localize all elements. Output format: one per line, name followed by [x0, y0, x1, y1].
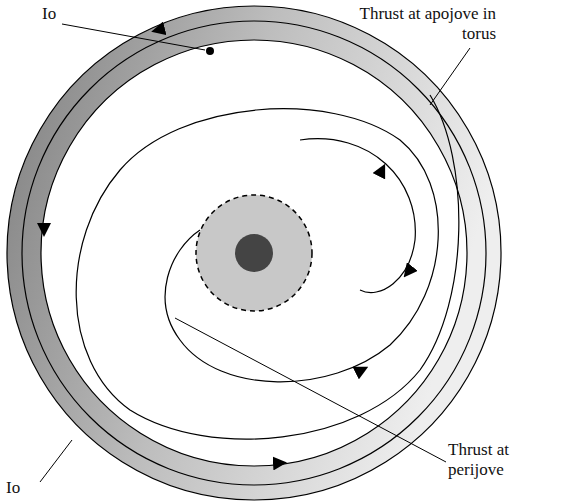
- callout-label: Io: [6, 478, 46, 498]
- callout-label: Thrust at perijove: [448, 440, 532, 480]
- dashed-boundary: [196, 195, 312, 311]
- io-moon: [206, 47, 214, 55]
- arrowhead: [348, 370, 362, 377]
- jupiter: [235, 234, 273, 272]
- callout-label: Thrust at apojove in torus: [350, 4, 496, 44]
- trajectory: [76, 95, 459, 439]
- io-orbit: [22, 21, 486, 485]
- torus-ring: [7, 6, 501, 500]
- arrowhead: [158, 27, 170, 30]
- arrowhead: [44, 215, 45, 230]
- arrowhead: [376, 170, 382, 182]
- arrowhead: [265, 463, 280, 464]
- leader-line: [175, 318, 446, 462]
- inner-trajectory: [300, 139, 415, 293]
- leader-line: [40, 440, 72, 482]
- callout-label: Io: [42, 4, 82, 24]
- leader-line: [430, 48, 470, 105]
- arrowhead: [408, 262, 416, 272]
- leader-line: [62, 24, 205, 50]
